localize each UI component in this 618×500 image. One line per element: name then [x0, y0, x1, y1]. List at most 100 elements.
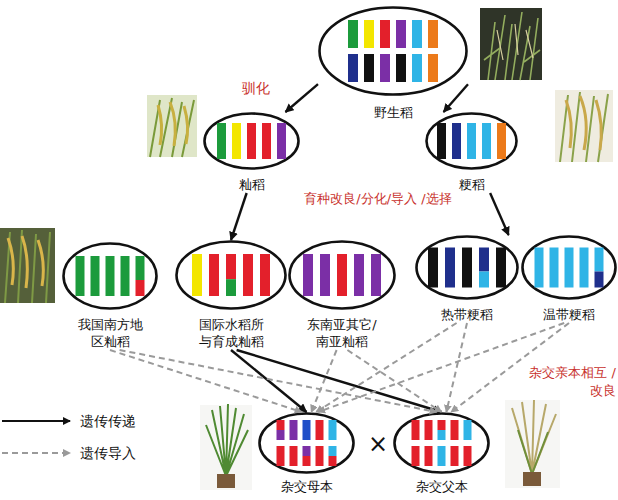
node-label: 杂交父本	[407, 478, 477, 495]
gene-bar	[290, 446, 298, 466]
gene-bar	[438, 446, 446, 466]
photo-leaves	[5, 230, 50, 303]
gene-bar	[192, 254, 202, 296]
photo-background	[147, 95, 197, 157]
gene-bar	[412, 446, 420, 466]
gene-bar	[354, 254, 364, 296]
wild-rice-photo	[480, 8, 542, 80]
legend-text: 遗传传递	[80, 412, 136, 430]
gene-bar	[412, 54, 422, 82]
rice-group-ellipse: 籼稻	[203, 112, 300, 193]
gene-bar	[303, 420, 311, 440]
gene-bar	[445, 248, 455, 288]
gene-bar	[348, 20, 358, 48]
inheritance-transfer-arrow	[285, 84, 318, 112]
ellipse-outline	[521, 235, 617, 300]
ellipse-shape	[427, 114, 517, 169]
gene-bar	[580, 248, 589, 288]
gene-bar	[452, 123, 461, 159]
inheritance-import-line	[347, 350, 441, 412]
process-note: 育种改良/分化/导入 /选择	[303, 190, 453, 208]
gene-bar	[316, 446, 324, 466]
photo-leaves	[512, 400, 556, 474]
gene-bar	[425, 446, 433, 466]
inheritance-transfer-arrow	[231, 350, 307, 412]
photo-leaves	[560, 92, 608, 162]
inheritance-import-line	[110, 350, 302, 412]
gene-bar	[479, 248, 489, 272]
node-label: 杂交母本	[272, 478, 342, 495]
gene-bar	[303, 254, 313, 296]
ellipse-outline	[175, 240, 287, 310]
node-label: 籼稻	[222, 176, 282, 193]
gene-bar	[428, 248, 438, 288]
female-parent-photo	[200, 404, 252, 490]
gene-bar	[496, 248, 506, 288]
gene-bar	[412, 420, 420, 440]
gene-bar	[226, 279, 236, 296]
node-label: 我国南方地 区籼稻	[74, 316, 146, 350]
ellipse-outline	[203, 112, 300, 170]
gene-bar	[437, 123, 446, 159]
gene-bar	[277, 430, 285, 440]
south-china-photo	[0, 228, 55, 303]
male-parent-photo	[505, 400, 560, 488]
inheritance-transfer-arrow	[490, 193, 509, 235]
gene-bar	[348, 54, 358, 82]
gene-bar	[467, 123, 476, 159]
gene-bar	[316, 420, 324, 440]
gene-bar	[277, 446, 285, 466]
ellipse-outline	[288, 240, 396, 310]
gene-bar	[462, 248, 472, 288]
photo-panicles	[497, 24, 533, 60]
gene-bar	[438, 420, 446, 430]
ellipse-shape	[417, 237, 518, 299]
ellipse-shape	[320, 8, 467, 95]
legend-text: 遗传导入	[80, 444, 136, 462]
gene-bar	[243, 254, 253, 296]
gene-bar	[497, 123, 506, 159]
gene-bar	[209, 254, 219, 296]
photo-panicles	[8, 236, 43, 288]
ellipse-shape	[260, 414, 354, 473]
gene-bar	[412, 20, 422, 48]
gene-bar	[565, 248, 574, 288]
photo-leaves	[150, 98, 194, 157]
rice-group-ellipse: 杂交父本	[393, 412, 490, 495]
gene-bar	[535, 248, 544, 288]
gene-bar	[303, 456, 311, 466]
gene-bar	[479, 272, 489, 288]
gene-bar	[550, 248, 559, 288]
gene-bar	[464, 420, 472, 440]
gene-bar	[76, 256, 85, 296]
rice-group-ellipse: 东南亚其它/ 南亚籼稻	[288, 240, 396, 350]
ellipse-shape	[523, 237, 616, 299]
node-label: 温带粳稻	[534, 306, 604, 323]
gene-bar	[371, 254, 381, 296]
gene-bar	[329, 456, 337, 466]
ellipse-shape	[64, 244, 157, 309]
gene-bar	[595, 248, 604, 272]
gene-bar	[425, 420, 433, 440]
rice-group-ellipse: 我国南方地 区籼稻	[62, 242, 158, 350]
ellipse-outline	[415, 235, 519, 300]
gene-bar	[428, 20, 438, 48]
gene-bar	[136, 256, 145, 280]
photo-background	[555, 90, 613, 162]
ellipse-shape	[205, 114, 299, 169]
gene-bar	[136, 280, 145, 296]
rice-group-ellipse: 粳稻	[425, 112, 518, 193]
gene-bar	[337, 254, 347, 296]
ellipse-shape	[395, 414, 489, 473]
gene-bar	[595, 272, 604, 288]
gene-bar	[226, 254, 236, 279]
photo-background	[0, 228, 55, 303]
gene-bar	[320, 254, 330, 296]
photo-background	[505, 400, 560, 488]
gene-bar	[121, 256, 130, 296]
gene-bar	[277, 123, 286, 159]
gene-bar	[380, 54, 390, 82]
rice-group-ellipse: 野生稻	[318, 6, 468, 121]
gene-bar	[277, 420, 285, 430]
